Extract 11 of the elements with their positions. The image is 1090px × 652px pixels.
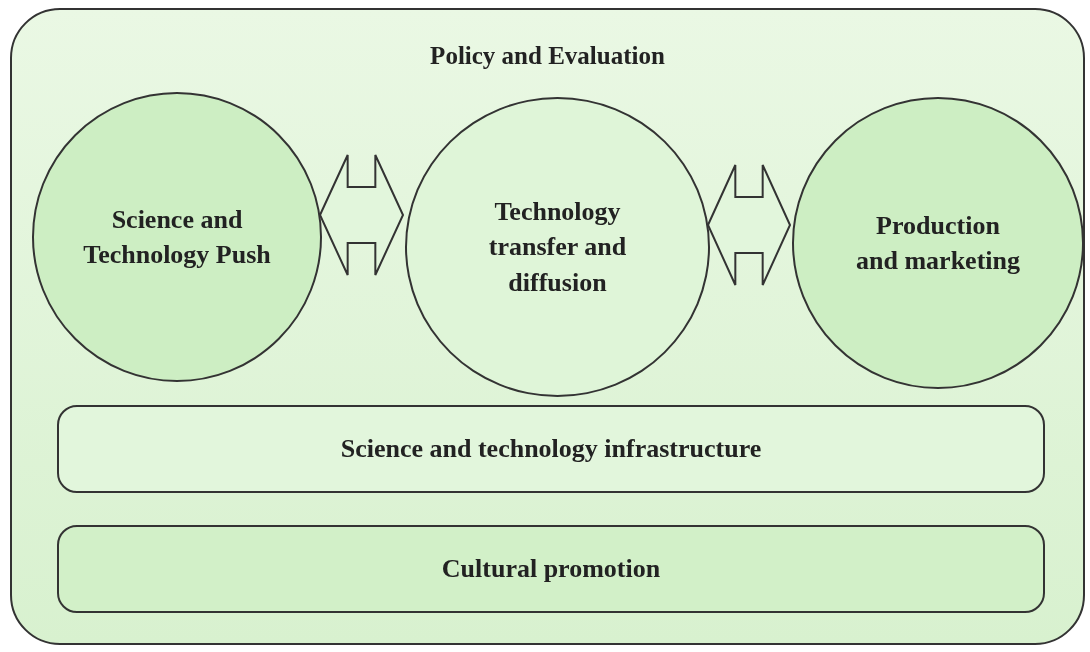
node-label: Science and technology infrastructure	[340, 433, 762, 466]
band-box	[57, 405, 1045, 493]
node-label: Technology transfer and diffusion	[487, 196, 628, 299]
node-label: Science and Technology Push	[82, 203, 272, 271]
container-panel	[10, 8, 1085, 645]
node-label: Production and marketing	[855, 209, 1021, 277]
heading: Policy and Evaluation	[430, 42, 665, 70]
double-block-arrow	[706, 164, 792, 286]
band-box	[57, 525, 1045, 613]
node-label: Cultural promotion	[441, 553, 661, 586]
double-block-arrow	[318, 154, 405, 276]
